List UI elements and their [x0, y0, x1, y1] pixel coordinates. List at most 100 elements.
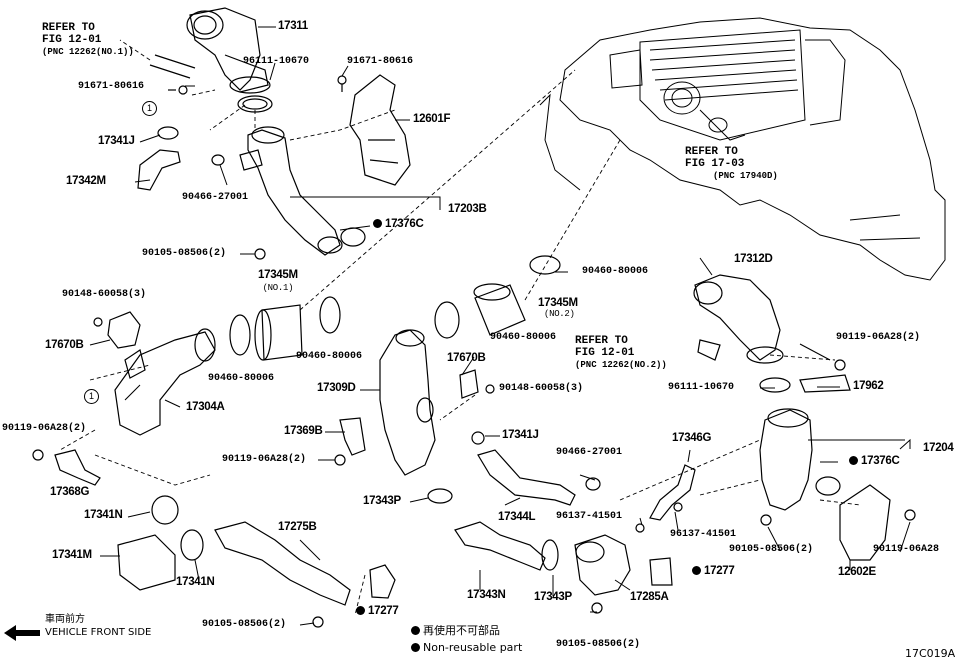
front-label-en: VEHICLE FRONT SIDE — [45, 627, 152, 638]
pipe-17285A — [574, 534, 631, 596]
bolt-90105-08506-bl — [312, 616, 324, 628]
ref-fig-12-01-no1: REFER TO FIG 12-01 (PNC 12262(NO.1)) — [42, 22, 134, 57]
clamp-90460-80006-c — [434, 301, 460, 339]
ref-fig-12-01-no2: REFER TO FIG 12-01 (PNC 12262(NO.2)) — [575, 335, 667, 370]
label-90148-60058-right: 90148-60058(3) — [499, 383, 584, 394]
label-96137-41501-right: 96137-41501 — [670, 529, 737, 540]
label-17670B-right: 17670B — [447, 352, 486, 364]
bracket-12601F — [349, 74, 411, 186]
clamp-90460-80006-b — [319, 296, 341, 334]
label-17341J-top: 17341J — [98, 135, 135, 147]
bolt-90148-60058-right — [485, 384, 495, 394]
front-arrow-icon — [4, 625, 40, 641]
label-17311: 17311 — [278, 20, 308, 32]
label-17341N-b: 17341N — [176, 576, 215, 588]
label-17312D: 17312D — [734, 253, 773, 265]
label-17277-left: 17277 — [356, 605, 399, 618]
label-17376C-right: 17376C — [849, 455, 900, 468]
label-90119-06A28-right: 90119-06A28(2) — [836, 332, 921, 343]
label-90105-08506-right: 90105-08506(2) — [729, 544, 814, 555]
label-17275B: 17275B — [278, 521, 317, 533]
clamp-17341N-a — [151, 495, 179, 525]
bracket-17369B — [339, 417, 366, 456]
leader-lines — [89, 26, 911, 626]
label-90460-80006-mid: 90460-80006 — [490, 332, 557, 343]
sleeve-17345M-no2 — [474, 284, 526, 336]
label-17343P-bottom: 17343P — [534, 591, 572, 603]
cap-17341M — [117, 534, 176, 591]
gasket-17376C-top — [340, 227, 366, 247]
legend-nonreusable-en: Non-reusable part — [411, 642, 522, 653]
callout-1-top: 1 — [142, 101, 157, 116]
part-17311-elbow — [186, 7, 271, 94]
label-17345M-no1: 17345M(NO.1) — [258, 269, 298, 293]
bracket-17368G — [54, 449, 101, 486]
label-91671-80616-left: 91671-80616 — [78, 81, 145, 92]
label-17309D: 17309D — [317, 382, 356, 394]
clamp-90466-27001-right — [585, 477, 601, 491]
sleeve-17345M-no1 — [261, 304, 303, 361]
bolt-90105-08506-bm — [591, 602, 603, 614]
label-90460-80006-a: 90460-80006 — [208, 373, 275, 384]
label-91671-80616-top: 91671-80616 — [347, 56, 414, 67]
clamp-96111-10670-right — [759, 377, 791, 393]
assembly-guide-lines — [59, 39, 861, 616]
label-17304A: 17304A — [186, 401, 225, 413]
label-17342M: 17342M — [66, 175, 106, 187]
nonreusable-dot — [411, 626, 420, 635]
label-17341J-mid: 17341J — [502, 429, 539, 441]
nonreusable-dot — [411, 643, 420, 652]
clamp-17341J-top — [157, 126, 179, 140]
label-17341N-a: 17341N — [84, 509, 123, 521]
label-90119-06A28-left: 90119-06A28(2) — [2, 423, 87, 434]
pipe-17203B — [239, 126, 343, 256]
label-12601F: 12601F — [413, 113, 451, 125]
clamp-90460-80006-a — [229, 314, 251, 356]
label-17346G: 17346G — [672, 432, 712, 444]
label-90460-80006-b: 90460-80006 — [296, 351, 363, 362]
bolt-90119-06A28-left — [32, 449, 44, 461]
label-17376C-top: 17376C — [373, 218, 424, 231]
label-96111-10670-top: 96111-10670 — [243, 56, 310, 67]
label-17962: 17962 — [853, 380, 884, 392]
label-90466-27001-top: 90466-27001 — [182, 192, 249, 203]
nonreusable-dot — [849, 456, 858, 465]
label-90460-80006-top: 90460-80006 — [582, 266, 649, 277]
gasket-17277-right — [649, 557, 673, 586]
bolt-90119-06A28-br — [904, 509, 916, 521]
bracket-17962 — [799, 374, 851, 393]
bolt-91671-80616-right — [337, 75, 347, 92]
sensor-17670B-left — [107, 311, 141, 349]
label-17344L: 17344L — [498, 511, 536, 523]
bracket-12602E — [839, 484, 891, 561]
label-90105-08506-bm: 90105-08506(2) — [556, 639, 641, 650]
sensor-17670B-right — [459, 369, 479, 399]
hose-17342M — [137, 149, 181, 191]
label-90119-06A28-mid: 90119-06A28(2) — [222, 454, 307, 465]
hose-17344L — [477, 449, 576, 506]
label-17285A: 17285A — [630, 591, 669, 603]
label-96137-41501-left: 96137-41501 — [556, 511, 623, 522]
pipe-17275B — [214, 521, 351, 606]
front-label-jp: 車両前方 — [45, 614, 85, 625]
legend-nonreusable-jp: 再使用不可部品 — [411, 625, 500, 636]
label-17343P-top: 17343P — [363, 495, 401, 507]
nonreusable-dot — [692, 566, 701, 575]
label-96111-10670-right: 96111-10670 — [668, 382, 735, 393]
label-17368G: 17368G — [50, 486, 90, 498]
label-17343N: 17343N — [467, 589, 506, 601]
nonreusable-dot — [356, 606, 365, 615]
clamp-17341J-mid — [471, 431, 485, 445]
label-17345M-no2: 17345M(NO.2) — [538, 297, 578, 319]
label-17203B: 17203B — [448, 203, 487, 215]
hose-17343N — [454, 521, 546, 571]
bolt-91671-80616-left — [168, 85, 188, 95]
clamp-90466-27001-top — [211, 154, 225, 166]
bolt-90148-60058-left — [93, 317, 103, 327]
part-17312D-elbow — [693, 274, 784, 364]
clamp-17341N-b — [180, 529, 204, 561]
label-17670B-left: 17670B — [45, 339, 84, 351]
label-90148-60058-left: 90148-60058(3) — [62, 289, 147, 300]
